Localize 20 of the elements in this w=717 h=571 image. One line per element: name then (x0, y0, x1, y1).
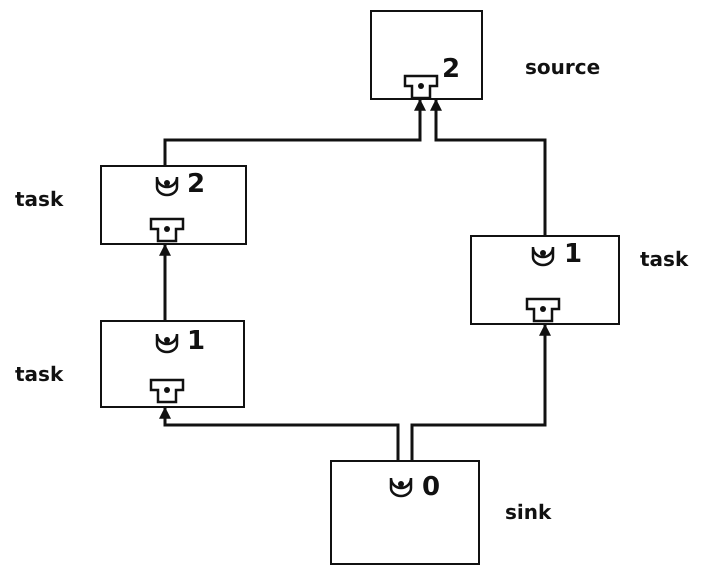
tube-connector (159, 244, 171, 320)
tube-connector (159, 406, 400, 460)
component-box (370, 10, 483, 100)
component-box (100, 165, 247, 245)
tube-connector (430, 98, 546, 235)
port-number: 1 (187, 326, 206, 356)
port-number: 0 (422, 472, 440, 502)
tube-connector (410, 324, 551, 460)
component-label: task (640, 247, 688, 271)
tube-connector (164, 98, 426, 165)
component-box (330, 460, 480, 565)
component-label: task (15, 362, 64, 386)
port-number: 2 (187, 169, 206, 199)
port-number: 2 (442, 54, 460, 84)
port-number: 1 (564, 239, 582, 269)
component-box (470, 235, 620, 325)
component-label: task (15, 187, 64, 211)
component-label: sink (505, 500, 552, 524)
component-label: source (525, 55, 600, 79)
component-box (100, 320, 245, 408)
